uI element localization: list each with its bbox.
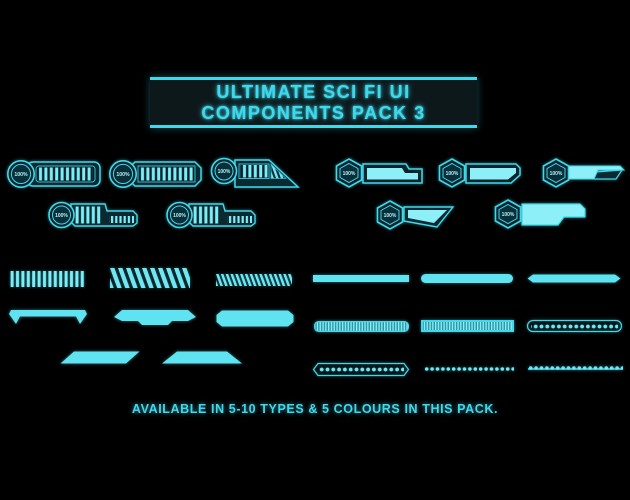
percent-label: 100% <box>502 212 515 218</box>
percent-label: 100% <box>116 172 130 178</box>
percent-label: 100% <box>446 171 459 177</box>
divider-rounded-bar-icon <box>421 274 513 283</box>
divider-octagon-bar-icon <box>216 310 294 327</box>
hexbar-knife-icon: 100% <box>376 200 455 230</box>
divider-bridge-bar-icon <box>9 310 87 324</box>
percent-label: 100% <box>384 213 397 219</box>
title-banner: ULTIMATE SCI FI UI COMPONENTS PACK 3 <box>150 77 477 128</box>
hexbar-notch-icon: 100% <box>438 158 521 188</box>
divider-vertical-ticks-icon <box>10 271 86 287</box>
divider-fine-slanted-ticks-icon <box>216 274 292 286</box>
divider-solid-bar-icon <box>313 275 409 282</box>
progressbar-blade-icon: 100% <box>210 157 300 188</box>
divider-dot-row-icon <box>424 366 514 372</box>
progressbar-octagon-icon: 100% <box>109 160 202 188</box>
divider-parallelogram-bar-icon <box>60 351 140 364</box>
hexbar-slab-icon: 100% <box>494 199 586 229</box>
percent-label: 100% <box>55 213 68 219</box>
percent-label: 100% <box>218 169 231 175</box>
divider-dot-row-line-icon <box>528 366 623 374</box>
percent-label: 100% <box>173 213 186 219</box>
divider-chevron-notch-bar-icon <box>114 310 196 325</box>
hexbar-step-icon: 100% <box>335 158 423 188</box>
divider-trapezoid-bar-icon <box>162 351 242 364</box>
divider-dotted-pill-bar-icon <box>526 319 623 333</box>
percent-label: 100% <box>14 172 28 178</box>
page-title-line2: COMPONENTS PACK 3 <box>201 102 426 123</box>
availability-note: AVAILABLE IN 5-10 TYPES & 5 COLOURS IN T… <box>131 402 499 416</box>
divider-slanted-ticks-icon <box>110 268 190 288</box>
page-title-line1: ULTIMATE SCI FI UI <box>216 81 411 102</box>
progressbar-rounded-icon: 100% <box>7 160 101 188</box>
progressbar-step-icon: 100% <box>48 201 138 229</box>
percent-label: 100% <box>343 171 356 177</box>
divider-pointed-bar-icon <box>527 274 621 283</box>
divider-hatched-square-bar-icon <box>421 320 514 332</box>
progressbar-step-icon: 100% <box>166 201 256 229</box>
divider-hatched-rounded-bar-icon <box>314 321 410 333</box>
hexbar-blade-icon: 100% <box>542 158 626 188</box>
divider-dotted-pointed-bar-icon <box>312 362 410 377</box>
percent-label: 100% <box>550 171 563 177</box>
